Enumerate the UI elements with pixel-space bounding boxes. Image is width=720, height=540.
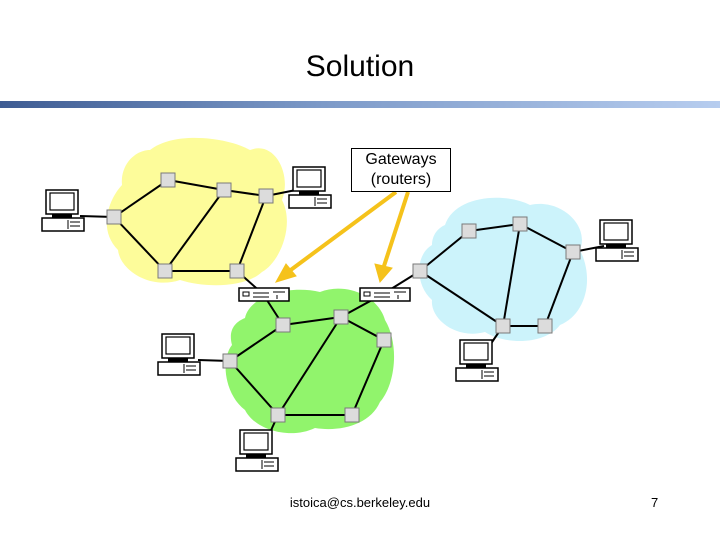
page-number: 7: [651, 495, 659, 510]
node-y4: [106, 209, 122, 225]
page-title: Solution: [305, 50, 415, 83]
gateway-router-right: [359, 287, 411, 302]
node-y5: [157, 263, 173, 279]
switch-nodes: [106, 172, 581, 423]
node-b6: [537, 318, 553, 334]
node-g1: [275, 317, 291, 333]
node-b4: [412, 263, 428, 279]
node-g3: [376, 332, 392, 348]
gateways-callout: Gateways (routers): [351, 148, 451, 192]
host-computer-6: [235, 429, 279, 472]
host-computer-2: [288, 166, 332, 209]
node-b3: [565, 244, 581, 260]
gateway-router-left: [238, 287, 290, 302]
node-b5: [495, 318, 511, 334]
callout-line-1: Gateways: [365, 151, 437, 168]
node-g2: [333, 309, 349, 325]
arrow-to-right-gateway: [382, 191, 410, 267]
node-y2: [216, 182, 232, 198]
cloud-yellow: [106, 137, 287, 286]
host-computer-4: [157, 333, 201, 376]
callout-arrows: [274, 190, 410, 284]
host-computer-1: [41, 189, 85, 232]
cloud-blue: [419, 197, 588, 342]
node-g5: [270, 407, 286, 423]
cloud-green: [225, 288, 395, 434]
node-b2: [512, 216, 528, 232]
node-g6: [344, 407, 360, 423]
node-y3: [258, 188, 274, 204]
callout-line-2: (routers): [370, 171, 432, 188]
footer-email: istoica@cs.berkeley.edu: [289, 495, 431, 510]
links-blue: [382, 223, 605, 346]
node-g4: [222, 353, 238, 369]
node-b1: [461, 223, 477, 239]
arrow-to-left-gateway: [286, 190, 398, 274]
node-y1: [160, 172, 176, 188]
host-computer-3: [595, 219, 639, 262]
host-computer-5: [455, 339, 499, 382]
node-y6: [229, 263, 245, 279]
title-rule: [0, 101, 720, 108]
